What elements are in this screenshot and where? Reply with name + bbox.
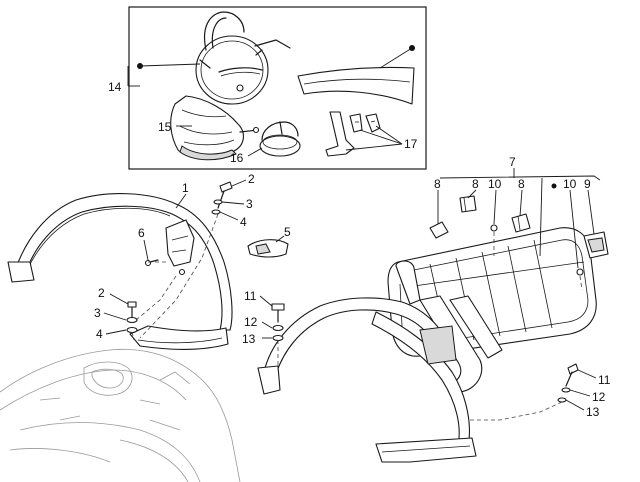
callout-13-left: 13 xyxy=(242,332,256,346)
callout-4-lower: 4 xyxy=(96,327,103,341)
callout-15: 15 xyxy=(158,120,172,134)
round-bag xyxy=(195,11,291,105)
callout-1: 1 xyxy=(182,181,189,195)
callout-8-c: 8 xyxy=(518,177,525,191)
bolt-set-left-rack xyxy=(271,303,285,342)
screw-set-lower xyxy=(126,301,138,334)
callout-6: 6 xyxy=(138,226,145,240)
callout-3-lower: 3 xyxy=(94,306,101,320)
callout-9: 9 xyxy=(584,177,591,191)
rack-nut-2 xyxy=(576,268,584,276)
bag-cover xyxy=(170,95,260,161)
callout-11-left: 11 xyxy=(244,289,257,303)
callout-2-upper: 2 xyxy=(248,172,255,186)
strap-ribbon xyxy=(297,45,415,105)
rear-luggage-rack xyxy=(257,227,597,463)
callout-12-left: 12 xyxy=(244,315,258,329)
callout-3-upper: 3 xyxy=(246,197,253,211)
accessory-kit-frame xyxy=(128,6,427,170)
callout-8-a: 8 xyxy=(434,177,441,191)
rear-grab-handle xyxy=(7,193,233,351)
callout-12-right: 12 xyxy=(592,390,606,404)
screw-6 xyxy=(144,259,159,267)
callout-4-upper: 4 xyxy=(240,215,247,229)
rack-pad xyxy=(583,231,609,259)
stand-brackets xyxy=(325,111,381,157)
rack-nut-1 xyxy=(490,224,498,232)
strap-band xyxy=(259,121,301,157)
trim-cover xyxy=(247,239,289,258)
callout-11-right: 11 xyxy=(598,373,611,387)
callout-7: 7 xyxy=(509,155,516,169)
bolt-set-right-rack xyxy=(557,363,579,403)
callout-14: 14 xyxy=(108,80,122,94)
screw-set-upper xyxy=(211,181,233,215)
callout-8-b: 8 xyxy=(472,177,479,191)
callout-16: 16 xyxy=(230,151,244,165)
callout-10-a: 10 xyxy=(488,177,502,191)
callout-17: 17 xyxy=(404,137,418,151)
rack-clip-3 xyxy=(511,213,531,233)
rack-clip-2 xyxy=(459,195,477,213)
callout-2-lower: 2 xyxy=(98,286,105,300)
callout-5: 5 xyxy=(284,225,291,239)
callout-10-b: 10 xyxy=(563,177,577,191)
callout-13-right: 13 xyxy=(586,405,600,419)
scooter-body-outline xyxy=(0,348,241,482)
rack-clip-1 xyxy=(429,221,449,239)
